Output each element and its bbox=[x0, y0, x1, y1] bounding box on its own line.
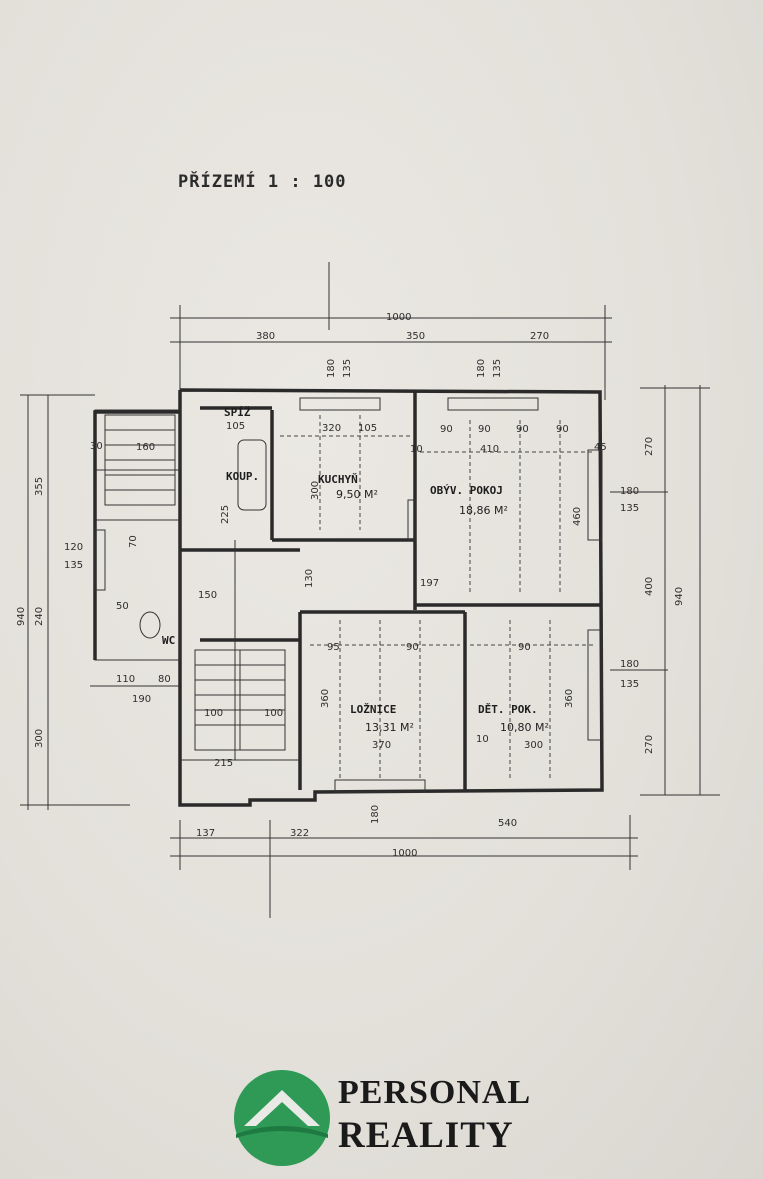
dim-45-right: 45 bbox=[594, 442, 607, 453]
dim-320: 320 bbox=[322, 423, 341, 434]
dashed-lines bbox=[280, 415, 595, 780]
dim-top-b: 350 bbox=[406, 331, 425, 342]
dim-360-bedroom: 360 bbox=[320, 689, 331, 708]
dimension-lines bbox=[20, 305, 720, 870]
room-bedroom-area: 13,31 M² bbox=[365, 721, 414, 734]
dim-150: 150 bbox=[198, 590, 217, 601]
room-wc-name: WC bbox=[162, 634, 175, 647]
dim-100-stairs-2: 100 bbox=[264, 708, 283, 719]
dim-90-kids: 90 bbox=[518, 642, 531, 653]
dim-10-kids: 10 bbox=[476, 734, 489, 745]
chimney bbox=[407, 499, 417, 541]
room-living-name: OBÝV. POKOJ bbox=[430, 484, 503, 497]
brand-line-1: PERSONAL bbox=[338, 1074, 532, 1111]
dim-215: 215 bbox=[214, 758, 233, 769]
room-kids-area: 10,80 M² bbox=[500, 721, 549, 734]
dim-95: 95 bbox=[327, 642, 340, 653]
dim-180-kitchen-window: 180 bbox=[326, 359, 337, 378]
dim-top-c: 270 bbox=[530, 331, 549, 342]
dim-90-living-4: 90 bbox=[556, 424, 569, 435]
dim-left-b: 240 bbox=[34, 607, 45, 626]
dim-70: 70 bbox=[128, 535, 139, 548]
dim-370: 370 bbox=[372, 740, 391, 751]
dim-right-c: 270 bbox=[644, 735, 655, 754]
dim-right-total: 940 bbox=[674, 587, 685, 606]
dim-105-pantry: 105 bbox=[226, 421, 245, 432]
dim-100-stairs-1: 100 bbox=[204, 708, 223, 719]
dim-top-total: 1000 bbox=[386, 312, 411, 323]
bathtub bbox=[237, 439, 267, 511]
dim-left-total: 940 bbox=[16, 607, 27, 626]
dim-130: 130 bbox=[304, 569, 315, 588]
dim-bottom-a-label: 137 bbox=[196, 828, 215, 839]
axis-lines bbox=[269, 262, 330, 918]
dim-90-bedroom: 90 bbox=[406, 642, 419, 653]
dim-135-left: 135 bbox=[64, 560, 83, 571]
dim-right-b: 400 bbox=[644, 577, 655, 596]
windows bbox=[94, 397, 603, 793]
dim-110: 110 bbox=[116, 674, 135, 685]
dim-135-right-window-2: 135 bbox=[620, 679, 639, 690]
room-labels: KUCHYŇ 9,50 M² OBÝV. POKOJ 18,86 M² LOŽN… bbox=[162, 406, 549, 734]
brand-watermark: PERSONAL REALITY bbox=[232, 1068, 532, 1168]
dimension-labels: 1000 380 350 270 180 135 180 135 320 105… bbox=[16, 312, 685, 859]
dim-185: 180 bbox=[370, 805, 381, 824]
dim-300-kids: 300 bbox=[524, 740, 543, 751]
room-bathroom-name: KOUP. bbox=[226, 470, 259, 483]
fixtures bbox=[139, 439, 417, 639]
dim-90-living-3: 90 bbox=[516, 424, 529, 435]
dim-160: 160 bbox=[136, 442, 155, 453]
dim-top-a: 380 bbox=[256, 331, 275, 342]
dim-135-living-window: 135 bbox=[492, 359, 503, 378]
dim-135-right-window: 135 bbox=[620, 503, 639, 514]
dim-225: 225 bbox=[220, 505, 231, 524]
room-kitchen-area: 9,50 M² bbox=[336, 488, 378, 501]
room-bedroom-name: LOŽNICE bbox=[350, 703, 396, 716]
plan-title: PŘÍZEMÍ 1 : 100 bbox=[178, 172, 347, 192]
dim-180-living-window: 180 bbox=[476, 359, 487, 378]
room-kitchen-name: KUCHYŇ bbox=[318, 473, 358, 486]
dim-180-right-window: 180 bbox=[620, 486, 639, 497]
dim-410-living-inner: 10 bbox=[410, 444, 423, 455]
dim-120: 120 bbox=[64, 542, 83, 553]
dim-80: 80 bbox=[158, 674, 171, 685]
room-kids-name: DĚT. POK. bbox=[478, 703, 538, 716]
dim-180-right-window-2: 180 bbox=[620, 659, 639, 670]
brand-logo-icon bbox=[234, 1070, 330, 1166]
staircase bbox=[104, 414, 286, 751]
room-living-area: 18,86 M² bbox=[459, 504, 508, 517]
dim-left-c: 300 bbox=[34, 729, 45, 748]
dim-30-stairs: 30 bbox=[90, 441, 103, 452]
dim-50: 50 bbox=[116, 601, 129, 612]
dim-410: 410 bbox=[480, 444, 499, 455]
brand-line-2: REALITY bbox=[338, 1115, 514, 1156]
dim-197: 197 bbox=[420, 578, 439, 589]
dim-90-living-1: 90 bbox=[440, 424, 453, 435]
dim-190: 190 bbox=[132, 694, 151, 705]
room-pantry-name: SPÍŽ bbox=[224, 406, 251, 419]
dim-460: 460 bbox=[572, 507, 583, 526]
dim-360-kids: 360 bbox=[564, 689, 575, 708]
dim-bottom-c: 540 bbox=[498, 818, 517, 829]
dim-bottom-b: 322 bbox=[290, 828, 309, 839]
dim-90-living-2: 90 bbox=[478, 424, 491, 435]
dim-135-kitchen-window: 135 bbox=[342, 359, 353, 378]
dim-left-a: 355 bbox=[34, 477, 45, 496]
toilet bbox=[139, 611, 161, 639]
dim-105-kitchen: 105 bbox=[358, 423, 377, 434]
dim-300-kitchen: 300 bbox=[310, 481, 321, 500]
dim-bottom-total: 1000 bbox=[392, 848, 417, 859]
dim-right-a: 270 bbox=[644, 437, 655, 456]
